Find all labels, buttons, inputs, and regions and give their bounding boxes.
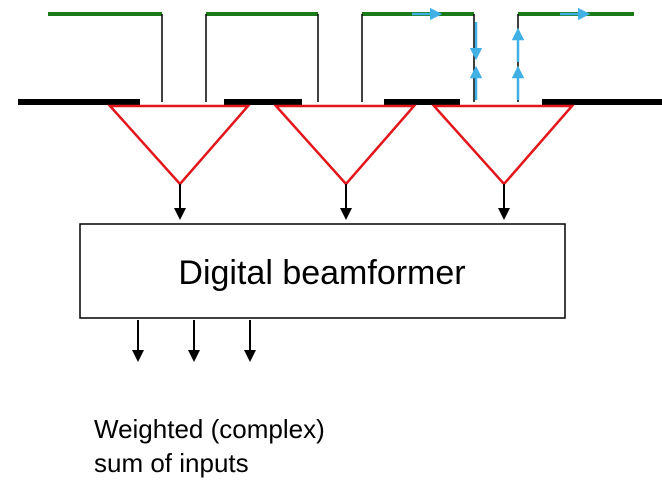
beamformer-box <box>79 223 566 319</box>
beamformer-label: Digital beamformer <box>178 254 465 292</box>
caption-line-2: sum of inputs <box>94 448 249 478</box>
amplifier-1 <box>107 104 251 186</box>
amplifiers <box>107 104 575 186</box>
input-arrows <box>174 184 510 220</box>
caption-line-1: Weighted (complex) <box>94 414 325 444</box>
amplifier-2 <box>273 104 417 186</box>
slot-walls <box>161 14 519 102</box>
output-caption: Weighted (complex) sum of inputs <box>94 412 325 480</box>
output-arrows <box>132 320 256 362</box>
amplifier-3 <box>431 104 575 186</box>
signal-arrows <box>412 7 591 100</box>
